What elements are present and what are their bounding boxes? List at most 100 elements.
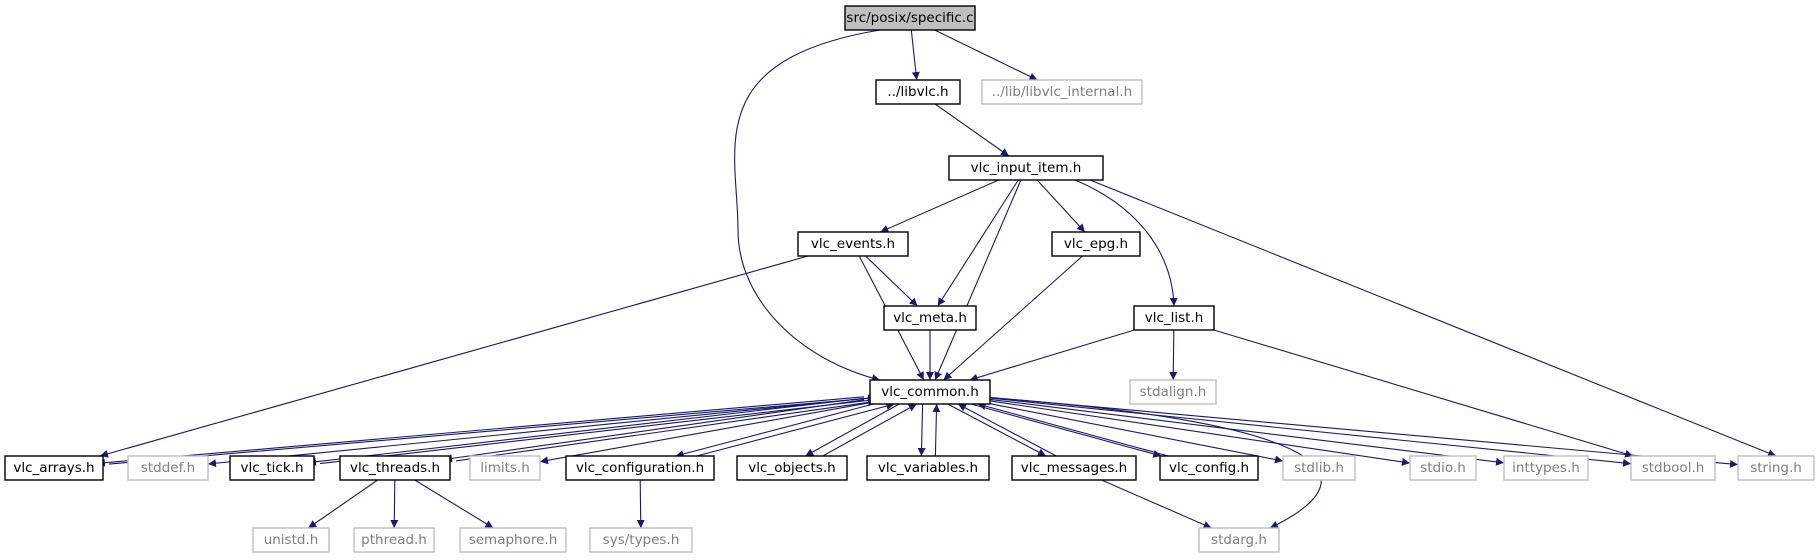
edge-vlc_messages-to-stdarg: [1101, 479, 1212, 529]
edge-vlc_common-to-inttypes: [989, 398, 1505, 466]
node-vlc-tick[interactable]: vlc_tick.h: [229, 455, 315, 481]
node-box: [844, 5, 976, 31]
edge: [636, 479, 645, 529]
node-vlc-common[interactable]: vlc_common.h: [869, 379, 991, 405]
edge-specific-to-libvlc_internal: [934, 29, 1038, 81]
node-sys-types: sys/types.h: [589, 527, 693, 553]
node-label: vlc_variables.h: [878, 460, 978, 476]
edge: [917, 403, 926, 457]
node-label: semaphore.h: [469, 532, 558, 548]
edge: [539, 402, 871, 465]
edge: [1213, 329, 1634, 458]
node-pthread: pthread.h: [353, 527, 435, 553]
node-box: [1133, 305, 1215, 331]
edge: [1101, 479, 1212, 529]
node-box: [353, 527, 435, 553]
node-label: vlc_list.h: [1145, 310, 1204, 326]
node-string: string.h: [1737, 455, 1815, 481]
edge: [865, 255, 918, 307]
edge: [989, 397, 1322, 529]
edge: [108, 394, 877, 465]
edge-vlc_messages-to-vlc_common: [957, 403, 1057, 457]
edge-specific-to-libvlc: [910, 29, 920, 81]
edge-vlc_input_item-to-vlc_epg: [1036, 179, 1086, 233]
edge-vlc_epg-to-vlc_common: [943, 255, 1083, 381]
edge: [96, 396, 865, 467]
edge: [989, 397, 1632, 467]
edge: [1036, 179, 1086, 233]
node-box: [1011, 455, 1137, 481]
node-vlc-list[interactable]: vlc_list.h: [1133, 305, 1215, 331]
edge: [989, 403, 1284, 464]
edge-vlc_threads-to-pthread: [390, 479, 399, 529]
edge-vlc_common-to-stdio: [989, 400, 1411, 466]
edge: [932, 403, 941, 457]
edge-vlc_common-to-vlc_arrays: [96, 396, 865, 467]
node-label: ../lib/libvlc_internal.h: [992, 84, 1132, 100]
node-box: [1159, 455, 1259, 481]
node-vlc-input-item[interactable]: vlc_input_item.h: [948, 155, 1104, 181]
edge-vlc_threads-to-unistd: [307, 479, 379, 529]
node-box: [875, 79, 961, 105]
node-vlc-variables[interactable]: vlc_variables.h: [866, 455, 990, 481]
node-box: [1129, 379, 1217, 405]
edge-vlc_list-to-stdalign: [1169, 329, 1178, 381]
node-box: [736, 455, 848, 481]
edge: [969, 329, 1135, 382]
node-box: [797, 231, 909, 257]
edge: [675, 403, 874, 458]
node-vlc-messages[interactable]: vlc_messages.h: [1011, 455, 1137, 481]
node-box: [459, 527, 567, 553]
node-label: vlc_messages.h: [1021, 460, 1127, 476]
node-vlc-threads[interactable]: vlc_threads.h: [339, 455, 451, 481]
node-vlc-configuration[interactable]: vlc_configuration.h: [565, 455, 715, 481]
node-box: [252, 527, 330, 553]
node-label: inttypes.h: [1512, 460, 1580, 476]
node-box: [4, 455, 104, 481]
edge: [970, 403, 1162, 458]
node-vlc-objects[interactable]: vlc_objects.h: [736, 455, 848, 481]
edge-vlc_list-to-vlc_common: [969, 329, 1135, 382]
node-vlc-arrays[interactable]: vlc_arrays.h: [4, 455, 104, 481]
node-box: [948, 155, 1104, 181]
node-label: stdarg.h: [1211, 532, 1267, 548]
node-vlc-events[interactable]: vlc_events.h: [797, 231, 909, 257]
node-box: [229, 455, 315, 481]
edge-vlc_configuration-to-sys_types: [636, 479, 645, 529]
edge: [957, 403, 1057, 457]
node-vlc-epg[interactable]: vlc_epg.h: [1051, 231, 1141, 257]
node-libvlc[interactable]: ../libvlc.h: [875, 79, 961, 105]
edge-vlc_config-to-vlc_common: [977, 402, 1169, 457]
node-box: [1282, 455, 1356, 481]
node-label: vlc_threads.h: [350, 460, 440, 476]
edge: [696, 402, 895, 457]
edge: [443, 399, 865, 463]
edge-vlc_input_item-to-vlc_list: [1074, 179, 1178, 307]
edge: [934, 103, 1010, 157]
node-label: vlc_config.h: [1169, 460, 1249, 476]
node-box: [1198, 527, 1280, 553]
edge-vlc_threads-to-semaphore: [414, 479, 494, 529]
node-label: vlc_meta.h: [893, 310, 967, 326]
edge-vlc_list-to-stdbool: [1213, 329, 1634, 458]
node-box: [981, 79, 1143, 105]
node-label: stdio.h: [1420, 460, 1466, 476]
edge-vlc_events-to-vlc_arrays: [99, 255, 809, 458]
node-box: [589, 527, 693, 553]
node-vlc-config[interactable]: vlc_config.h: [1159, 455, 1259, 481]
edge-vlc_events-to-vlc_meta: [865, 255, 918, 307]
edge: [207, 397, 871, 468]
node-vlc-meta[interactable]: vlc_meta.h: [883, 305, 977, 331]
edge-vlc_common-to-stdarg: [989, 397, 1322, 529]
edge: [99, 255, 809, 458]
node-stdlib: stdlib.h: [1282, 455, 1356, 481]
edge-vlc_common-to-vlc_config: [970, 403, 1162, 458]
node-specific[interactable]: src/posix/specific.c: [844, 5, 976, 31]
edge: [307, 397, 865, 466]
edge-vlc_input_item-to-string: [1089, 179, 1777, 457]
edge: [414, 479, 494, 529]
node-box: [1737, 455, 1815, 481]
node-label: limits.h: [480, 460, 530, 476]
edge: [934, 29, 1038, 81]
node-label: sys/types.h: [603, 532, 680, 548]
